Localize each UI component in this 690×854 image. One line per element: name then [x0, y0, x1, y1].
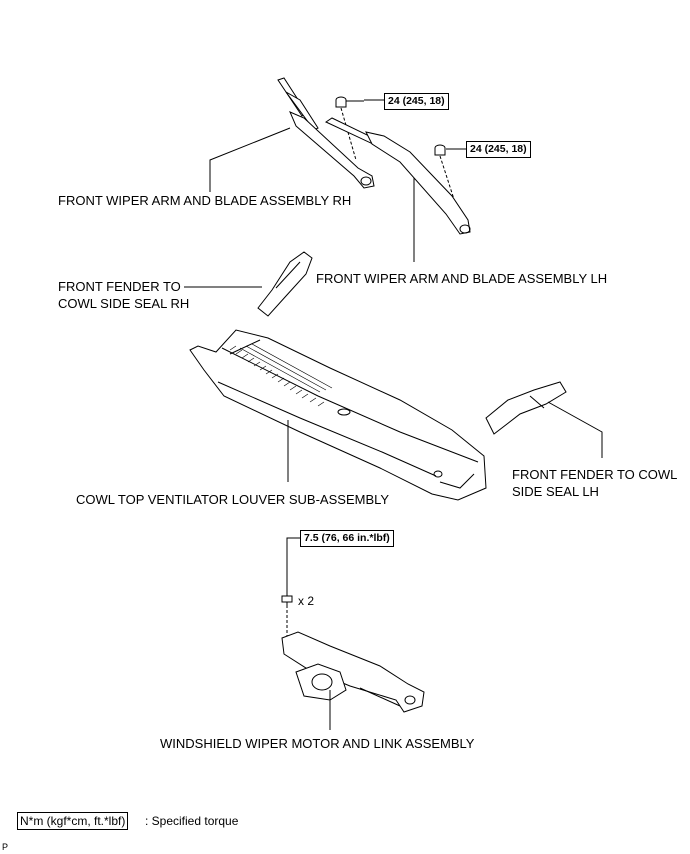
bolt-quantity: x 2 [298, 594, 315, 608]
fender-seal-rh-drawing [257, 251, 313, 317]
label-wiper-arm-rh: FRONT WIPER ARM AND BLADE ASSEMBLY RH [58, 193, 352, 208]
label-wiper-arm-lh: FRONT WIPER ARM AND BLADE ASSEMBLY LH [316, 271, 608, 286]
label-fender-seal-lh-line2: SIDE SEAL LH [512, 484, 599, 499]
torque-box-nut-rh: 24 (245, 18) [384, 93, 449, 110]
legend-unit-box: N*m (kgf*cm, ft.*lbf) [17, 812, 129, 830]
louver-vent-hatching [229, 343, 333, 407]
nut-rh [335, 96, 347, 108]
torque-box-nut-lh: 24 (245, 18) [466, 141, 531, 158]
corner-mark: P [2, 842, 9, 852]
label-fender-seal-rh-line1: FRONT FENDER TO [58, 279, 181, 294]
legend-description: : Specified torque [145, 814, 239, 828]
cowl-louver-drawing [189, 329, 487, 501]
label-fender-seal-rh-line2: COWL SIDE SEAL RH [58, 296, 190, 311]
wiper-motor-link-drawing [281, 631, 425, 713]
label-wiper-motor: WINDSHIELD WIPER MOTOR AND LINK ASSEMBLY [160, 736, 475, 751]
torque-box-bolt-motor: 7.5 (76, 66 in.*lbf) [300, 530, 394, 547]
wiper-arm-lh-drawing [324, 117, 471, 235]
label-cowl-louver: COWL TOP VENTILATOR LOUVER SUB-ASSEMBLY [76, 492, 390, 507]
nut-lh [434, 144, 446, 156]
bolt [281, 595, 293, 608]
label-fender-seal-lh-line1: FRONT FENDER TO COWL [512, 467, 678, 482]
fender-seal-lh-drawing [485, 381, 567, 435]
wiper-arm-rh-drawing [277, 77, 375, 189]
leader-lines [184, 99, 603, 730]
